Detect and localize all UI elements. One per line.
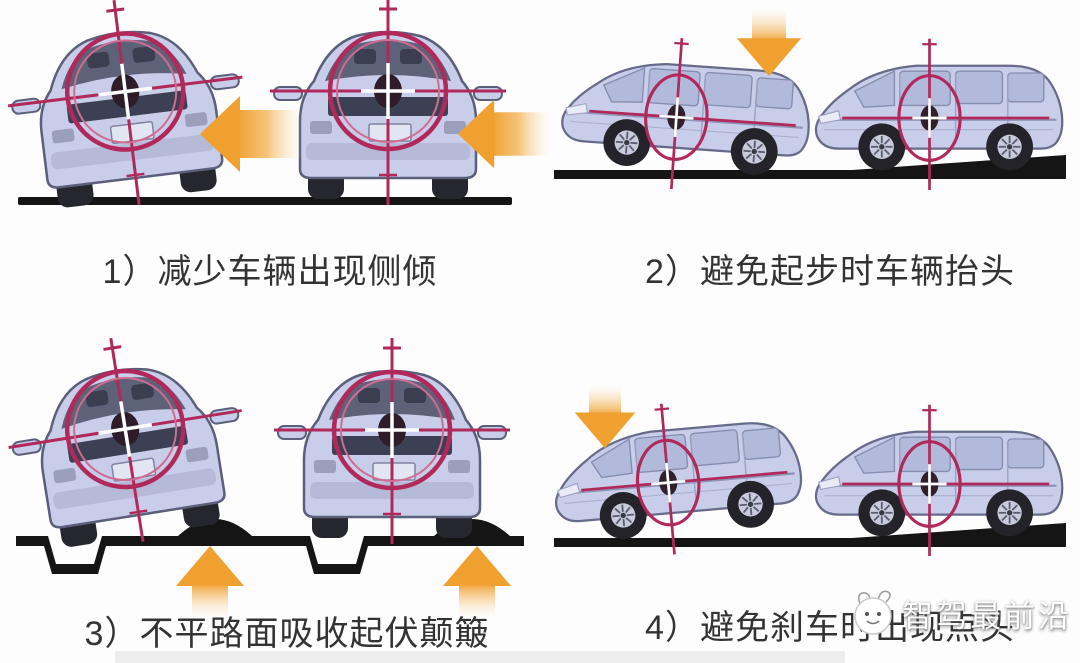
panel-3-bumpy-road: 3）不平路面吸收起伏颠簸	[0, 330, 540, 663]
left-arrow-icon	[458, 99, 551, 169]
up-arrow-icon	[443, 546, 511, 618]
panel-4-caption: 4）避免刹车时出现点头	[645, 609, 1015, 647]
rear-view-car-tilted	[18, 340, 258, 545]
bottom-strip	[115, 651, 845, 663]
mascot-face-icon	[854, 590, 892, 635]
side-van-level	[808, 46, 1078, 181]
up-arrow-icon	[176, 546, 244, 618]
watermark-text: 智驾最前沿	[902, 598, 1072, 634]
panel-4-brake-dive: 4）避免刹车时出现点头	[540, 330, 1080, 663]
panel-1-caption: 1）减少车辆出现侧倾	[102, 253, 438, 291]
ground-line	[18, 197, 512, 205]
left-arrow-icon	[200, 96, 302, 172]
panel-2-caption: 2）避免起步时车辆抬头	[645, 253, 1015, 291]
panel-1-body-roll: 1）减少车辆出现侧倾	[0, 0, 551, 330]
panel-3-caption: 3）不平路面吸收起伏颠簸	[84, 615, 490, 653]
down-arrow-icon	[736, 8, 802, 77]
bumpy-road	[16, 519, 524, 574]
rear-view-car-level	[272, 342, 512, 547]
down-arrow-icon	[574, 384, 636, 449]
side-van-level	[808, 412, 1078, 547]
watermark: 智驾最前沿	[850, 588, 1072, 638]
panel-2-launch-squat: 2）避免起步时车辆抬头	[540, 0, 1080, 330]
